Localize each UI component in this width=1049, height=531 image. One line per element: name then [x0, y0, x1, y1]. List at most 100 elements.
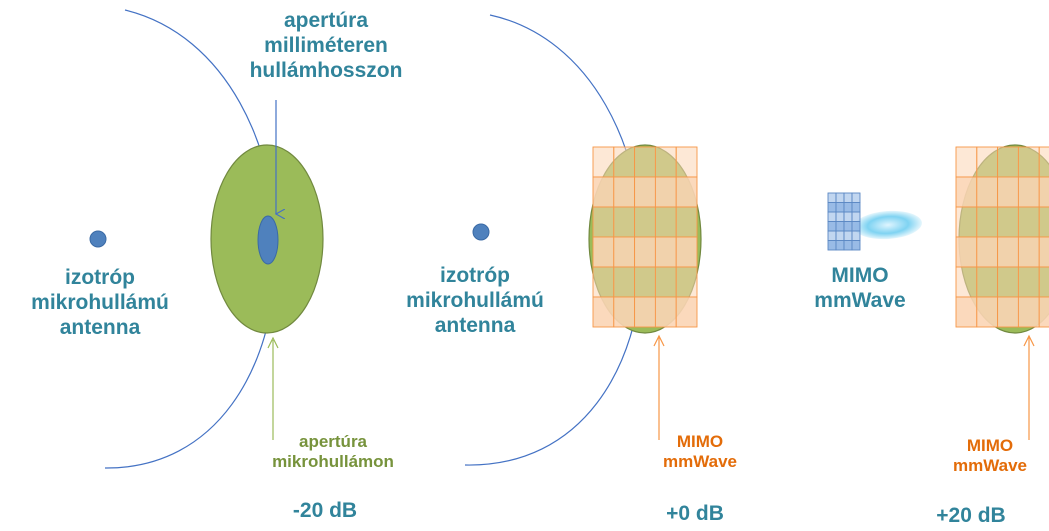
panel3-array-cell	[1017, 236, 1040, 268]
mimo-chip-cell	[827, 202, 837, 213]
panel3-array-cell	[976, 296, 999, 328]
db-label-panel3: +20 dB	[936, 504, 1006, 527]
panel3-array-cell	[1038, 146, 1049, 178]
panel2-array-cell	[654, 266, 677, 298]
mimo-array-grid-panel3	[955, 146, 1049, 328]
mimo-arrowhead-panel3	[1023, 334, 1035, 347]
panel3-array-cell	[1017, 296, 1040, 328]
mimo-chip-cell	[843, 202, 853, 213]
panel3-array-cell	[1017, 176, 1040, 208]
mimo3b-line-2: mmWave	[952, 456, 1027, 476]
mimo3b-line-1: MIMO	[966, 436, 1014, 455]
panel3-array-cell	[1038, 236, 1049, 268]
panel3-array-cell	[976, 146, 999, 178]
mmwave-aperture-line-3: hullámhosszon	[249, 59, 403, 83]
mimo-chip-cell	[835, 240, 845, 251]
panel2-array-cell	[675, 206, 698, 238]
mmwave-aperture-line-1: apertúra	[283, 9, 369, 32]
panel2-array-cell	[592, 236, 615, 268]
mimo-chip-cell	[843, 221, 853, 232]
panel3-array-cell	[1017, 146, 1040, 178]
mimo-chip-cell	[827, 230, 837, 241]
panel2-array-cell	[634, 266, 656, 298]
isotropic2-line-1: izotróp	[440, 264, 510, 287]
panel2-array-cell	[675, 296, 698, 328]
isotropic-line-2: mikrohullámú	[31, 291, 169, 315]
panel3-array-cell	[997, 296, 1019, 328]
mimo-label-panel2: MIMO mmWave	[645, 432, 755, 473]
mimo-mmwave-label-center: MIMO mmWave	[800, 263, 920, 313]
isotropic-line-1: izotróp	[65, 266, 135, 289]
mmwave-aperture-ellipse	[257, 215, 279, 265]
panel2-array-cell	[634, 146, 656, 178]
panel2-array-cell	[634, 296, 656, 328]
panel3-array-cell	[997, 176, 1019, 208]
mimo-chip-cell	[827, 221, 837, 232]
panel2-array-cell	[592, 146, 615, 178]
panel3-array-cell	[955, 146, 978, 178]
isotropic-antenna-dot-panel1	[89, 230, 107, 248]
mimo3-line-1: MIMO	[831, 264, 889, 287]
panel3-array-cell	[976, 176, 999, 208]
panel2-array-cell	[634, 176, 656, 208]
panel2-array-cell	[613, 296, 636, 328]
mimo2-line-1: MIMO	[676, 432, 724, 451]
db-label-panel1: -20 dB	[292, 499, 358, 522]
panel3-array-cell	[955, 206, 978, 238]
isotropic-line-3: antenna	[59, 316, 141, 340]
panel2-array-cell	[654, 206, 677, 238]
panel2-array-cell	[613, 176, 636, 208]
panel2-array-cell	[675, 146, 698, 178]
mimo-chip-cell	[835, 230, 845, 241]
mimo-chip-cell	[843, 192, 853, 203]
panel2-array-cell	[634, 206, 656, 238]
panel3-array-cell	[1038, 266, 1049, 298]
mimo2-line-2: mmWave	[662, 452, 737, 472]
mmwave-aperture-label: apertúra milliméteren hullámhosszon	[226, 8, 426, 84]
panel3-array-cell	[955, 266, 978, 298]
mimo-chip-cell	[851, 240, 861, 251]
panel2-array-cell	[654, 176, 677, 208]
mimo-chip-cell	[851, 202, 861, 213]
db-label-panel2: +0 dB	[666, 502, 724, 525]
panel2-array-cell	[592, 206, 615, 238]
mimo-chip-cell	[851, 192, 861, 203]
mimo-chip-icon	[827, 192, 861, 251]
panel3-array-cell	[976, 266, 999, 298]
mimo-chip-cell	[827, 240, 837, 251]
panel3-array-cell	[955, 236, 978, 268]
mimo-arrowhead-panel2	[653, 334, 665, 347]
isotropic-antenna-label-panel1: izotróp mikrohullámú antenna	[0, 265, 200, 341]
panel2-array-cell	[654, 146, 677, 178]
mimo-chip-cell	[827, 192, 837, 203]
mimo-label-panel3: MIMO mmWave	[935, 436, 1045, 477]
panel2-array-cell	[675, 266, 698, 298]
mimo-chip-cell	[843, 240, 853, 251]
isotropic2-line-3: antenna	[434, 314, 516, 338]
panel3-array-cell	[997, 266, 1019, 298]
mimo-chip-cell	[851, 211, 861, 222]
panel2-array-cell	[613, 266, 636, 298]
panel2-array-cell	[613, 146, 636, 178]
mimo-beam	[854, 210, 922, 240]
panel3-array-cell	[976, 206, 999, 238]
panel2-array-cell	[675, 236, 698, 268]
microwave-aperture-line-1: apertúra	[298, 432, 368, 451]
panel2-array-cell	[675, 176, 698, 208]
panel3-array-cell	[1017, 266, 1040, 298]
panel3-array-cell	[1017, 206, 1040, 238]
panel3-array-cell	[997, 146, 1019, 178]
mimo-chip-cell	[835, 192, 845, 203]
mimo3-line-2: mmWave	[814, 289, 906, 313]
isotropic-antenna-dot-panel2	[472, 223, 490, 241]
panel3-array-cell	[976, 236, 999, 268]
panel2-array-cell	[634, 236, 656, 268]
isotropic-antenna-label-panel2: izotróp mikrohullámú antenna	[375, 263, 575, 339]
mimo-chip-cell	[827, 211, 837, 222]
panel3-array-cell	[1038, 176, 1049, 208]
mimo-array-grid-panel2	[592, 146, 698, 328]
panel3-array-cell	[955, 176, 978, 208]
panel2-array-cell	[592, 266, 615, 298]
microwave-aperture-arrowhead	[267, 336, 279, 349]
